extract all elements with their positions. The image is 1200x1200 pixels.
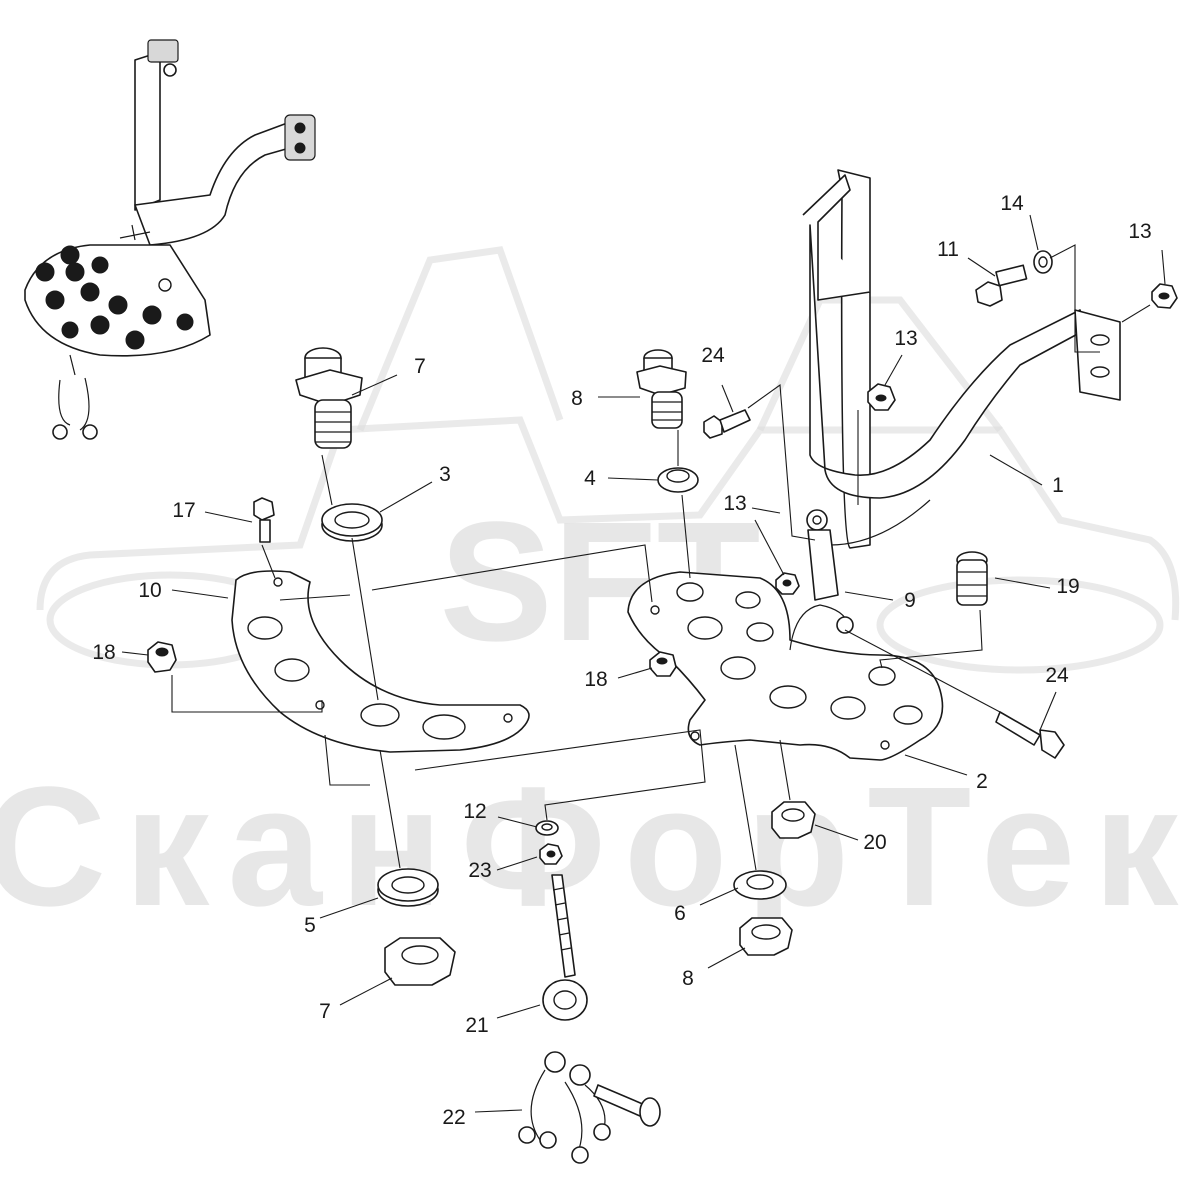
part-5-washer (377, 868, 439, 907)
part-3-grommet (321, 503, 383, 542)
part-19-cable-gland (956, 551, 988, 606)
callout-2: 2 (976, 770, 988, 793)
part-4-grommet (657, 467, 699, 493)
callout-10: 10 (138, 579, 161, 602)
part-12-washer (535, 820, 559, 836)
callout-6: 6 (674, 902, 686, 925)
callout-7-lower: 7 (319, 1000, 331, 1023)
part-9-shackle (789, 509, 854, 651)
part-10-curved-plate (231, 570, 530, 753)
callout-21: 21 (465, 1014, 488, 1037)
part-13-nut-middle (867, 383, 896, 411)
part-13-nut-top-right (1151, 283, 1178, 309)
callout-18-left: 18 (92, 641, 115, 664)
watermark-company: СканФорТек (0, 752, 1196, 942)
part-14-washer (1033, 250, 1053, 274)
part-1-bracket (802, 169, 1121, 549)
part-24-bolt-bottom (995, 711, 1065, 759)
part-2-plate (627, 571, 944, 761)
assembly-inset (24, 39, 316, 440)
callout-13-top-right: 13 (1128, 220, 1151, 243)
part-7-fitting (295, 347, 363, 449)
callout-22: 22 (442, 1106, 465, 1129)
callout-17: 17 (172, 499, 195, 522)
callout-8-lower: 8 (682, 967, 694, 990)
part-11-bolt (975, 264, 1028, 307)
part-22-shackles (518, 1051, 661, 1164)
callout-7-upper: 7 (414, 355, 426, 378)
callout-19: 19 (1056, 575, 1079, 598)
part-21-eye-bolt (542, 874, 588, 1021)
callout-13-middle: 13 (894, 327, 917, 350)
part-8-fitting (636, 349, 687, 429)
callouts: 1 2 3 4 5 6 7 7 8 8 9 10 11 12 13 13 13 … (92, 192, 1151, 1129)
callout-11: 11 (937, 238, 959, 261)
callout-18-right: 18 (584, 668, 607, 691)
callout-13-lower: 13 (723, 492, 746, 515)
callout-4: 4 (584, 467, 596, 490)
callout-8-upper: 8 (571, 387, 583, 410)
part-18-nut-right (649, 651, 677, 677)
callout-leaders (121, 214, 1166, 1113)
part-6-washer (733, 870, 787, 900)
callout-12: 12 (463, 800, 486, 823)
inset-fittings (35, 245, 194, 350)
part-18-nut-left (147, 641, 177, 673)
callout-24-lower: 24 (1045, 664, 1069, 687)
callout-1: 1 (1052, 474, 1064, 497)
callout-20: 20 (863, 831, 886, 854)
callout-23: 23 (468, 859, 491, 882)
part-23-nut (539, 843, 563, 865)
assembly-lines (171, 244, 1151, 871)
callout-9: 9 (904, 589, 916, 612)
part-13-nut-lower (775, 572, 800, 595)
callout-24-upper: 24 (701, 344, 725, 367)
part-24-bolt-top (703, 409, 751, 439)
part-8-nut (739, 917, 793, 956)
callout-14: 14 (1000, 192, 1024, 215)
part-20-nut (771, 801, 816, 839)
part-7-nut (384, 937, 456, 986)
callout-3: 3 (439, 463, 451, 486)
callout-5: 5 (304, 914, 316, 937)
part-17-bolt (253, 497, 275, 543)
